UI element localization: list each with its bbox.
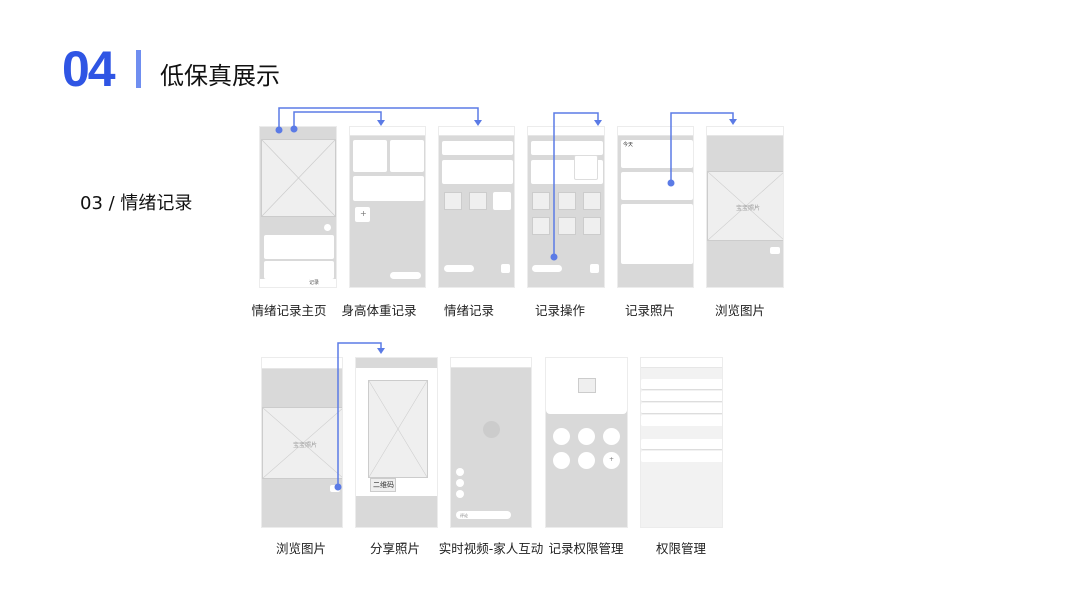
wireframe-live-video: 评论	[450, 357, 532, 528]
wireframe-emotion-record	[438, 126, 515, 288]
qr-label: 二维码	[373, 481, 394, 489]
wireframe-record-permission: +	[545, 357, 628, 528]
label-height-weight: 身高体重记录	[341, 303, 417, 318]
title-divider	[136, 50, 141, 88]
photo-label: 宝宝照片	[293, 442, 318, 449]
wireframe-record-operation	[527, 126, 605, 288]
wireframe-share-photo: 二维码	[355, 357, 438, 528]
label-record-operation: 记录操作	[534, 303, 585, 318]
wireframe-permission-manage	[640, 357, 723, 528]
label-emotion-record: 情绪记录	[443, 303, 494, 318]
date-label: 今天	[623, 142, 634, 148]
label-live-video: 实时视频-家人互动	[438, 541, 544, 556]
label-permission-manage: 权限管理	[655, 541, 706, 556]
label-share-photo: 分享照片	[369, 541, 420, 556]
comment-input[interactable]: 评论	[460, 513, 468, 518]
section-title: 03 / 情绪记录	[80, 193, 193, 214]
wireframe-emotion-home: 记录	[259, 126, 337, 288]
add-member-icon[interactable]: +	[609, 456, 615, 463]
wireframe-browse-photo: 宝宝照片	[706, 126, 784, 288]
wireframe-record-photos: 今天	[617, 126, 694, 288]
page-title: 低保真展示	[160, 62, 280, 90]
image-placeholder	[261, 139, 336, 217]
photo-label: 宝宝照片	[736, 205, 761, 212]
section-number: 04	[62, 41, 116, 97]
add-icon[interactable]: +	[360, 209, 367, 218]
label-browse-photo-2: 浏览图片	[275, 541, 326, 556]
label-record-permission: 记录权限管理	[548, 541, 624, 556]
share-button[interactable]	[330, 485, 340, 492]
wireframe-browse-photo-2: 宝宝照片	[261, 357, 343, 528]
wireframe-height-weight: +	[349, 126, 426, 288]
tab-record[interactable]: 记录	[309, 280, 320, 286]
label-browse-photo: 浏览图片	[714, 303, 765, 318]
label-record-photos: 记录照片	[624, 303, 675, 318]
label-emotion-home: 情绪记录主页	[251, 303, 327, 318]
